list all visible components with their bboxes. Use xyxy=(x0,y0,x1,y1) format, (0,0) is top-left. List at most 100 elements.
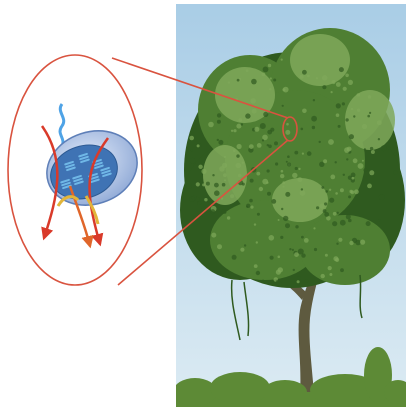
leaf-speck xyxy=(196,182,200,186)
leaf-speck xyxy=(190,149,192,151)
leaf-speck xyxy=(236,163,242,169)
leaf-speck xyxy=(358,163,364,169)
leaf-speck xyxy=(244,244,246,246)
leaf-speck xyxy=(293,269,295,271)
leaf-speck xyxy=(263,112,268,117)
leaf-speck xyxy=(276,280,280,284)
leaf-speck xyxy=(189,136,194,141)
leaf-speck xyxy=(333,212,337,216)
leaf-speck xyxy=(323,159,327,163)
leaf-speck xyxy=(271,199,276,204)
leaf-speck xyxy=(297,280,300,283)
leaf-speck xyxy=(301,188,303,190)
leaf-speck xyxy=(228,81,230,83)
leaf-speck xyxy=(242,162,244,164)
leaf-speck xyxy=(254,223,256,225)
leaf-speck xyxy=(335,192,338,195)
leaf-speck xyxy=(236,124,241,129)
leaf-speck xyxy=(338,238,342,242)
leaf-speck xyxy=(292,173,297,178)
leaf-speck xyxy=(281,59,283,61)
leaf-speck xyxy=(273,79,276,82)
leaf-speck xyxy=(224,211,227,214)
leaf-speck xyxy=(210,209,215,214)
leaf-speck xyxy=(270,77,272,79)
leaf-speck xyxy=(278,219,280,221)
leaf-speck xyxy=(297,177,302,182)
leaf-speck xyxy=(260,123,266,129)
leaf-speck xyxy=(343,174,345,176)
leaf-speck xyxy=(289,248,291,250)
leaf-speck xyxy=(236,154,239,157)
leaf-speck xyxy=(287,163,291,167)
leaf-speck xyxy=(300,190,306,196)
leaf-speck xyxy=(321,274,325,278)
leaf-speck xyxy=(328,139,334,145)
leaf-speck xyxy=(368,95,372,99)
leaf-speck xyxy=(287,155,290,158)
leaf-speck xyxy=(280,236,283,239)
leaf-speck xyxy=(281,170,284,173)
leaf-speck xyxy=(267,192,271,196)
leaf-speck xyxy=(192,196,197,201)
leaf-speck xyxy=(379,194,385,200)
leaf-speck xyxy=(266,182,268,184)
leaf-speck xyxy=(367,184,372,189)
leaf-speck xyxy=(371,150,375,154)
leaf-speck xyxy=(314,248,317,251)
leaf-speck xyxy=(394,152,397,155)
leaf-speck xyxy=(285,130,290,135)
leaf-speck xyxy=(292,249,294,251)
leaf-speck xyxy=(230,194,234,198)
leaf-speck xyxy=(302,153,304,155)
leaf-speck xyxy=(276,270,281,275)
leaf-speck xyxy=(381,145,387,151)
leaf-speck xyxy=(367,115,370,118)
leaf-speck xyxy=(263,67,269,73)
leaf-speck xyxy=(257,213,260,216)
leaf-speck xyxy=(280,174,284,178)
leaf-speck xyxy=(240,248,244,252)
leaf-speck xyxy=(298,249,304,255)
leaf-speck xyxy=(214,183,219,188)
leaf-speck xyxy=(352,177,355,180)
leaf-speck xyxy=(322,85,326,89)
leaf-speck xyxy=(278,255,281,258)
leaf-speck xyxy=(360,240,365,245)
leaf-speck xyxy=(301,236,304,239)
leaf-speck xyxy=(332,80,336,84)
leaf-speck xyxy=(348,195,351,198)
leaf-speck xyxy=(313,99,315,101)
leaf-speck xyxy=(222,183,226,187)
leaf-speck xyxy=(249,144,254,149)
leaf-speck xyxy=(321,186,324,189)
leaf-speck xyxy=(217,113,221,117)
leaf-speck xyxy=(307,75,310,78)
leaf-speck xyxy=(333,256,338,261)
leaf-speck xyxy=(378,138,380,140)
leaf-speck xyxy=(237,144,242,149)
leaf-speck xyxy=(250,179,254,183)
leaf-speck xyxy=(353,115,355,117)
leaf-speck xyxy=(338,125,341,128)
leaf-speck xyxy=(186,183,192,189)
leaf-speck xyxy=(211,233,216,238)
leaf-speck xyxy=(349,190,352,193)
leaf-speck xyxy=(312,126,315,129)
leaf-speck xyxy=(262,73,266,77)
leaf-speck xyxy=(319,141,321,143)
leaf-speck xyxy=(232,255,237,260)
leaf-speck xyxy=(294,151,298,155)
leaf-speck xyxy=(285,223,290,228)
leaf-speck xyxy=(250,98,256,104)
leaf-speck xyxy=(282,181,285,184)
leaf-speck xyxy=(298,168,300,170)
leaf-speck xyxy=(238,118,242,122)
leaf-speck xyxy=(351,108,354,111)
leaf-speck xyxy=(269,235,275,241)
leaf-speck xyxy=(286,161,288,163)
leaf-speck xyxy=(217,244,222,249)
leaf-speck xyxy=(197,201,201,205)
leaf-speck xyxy=(280,281,282,283)
